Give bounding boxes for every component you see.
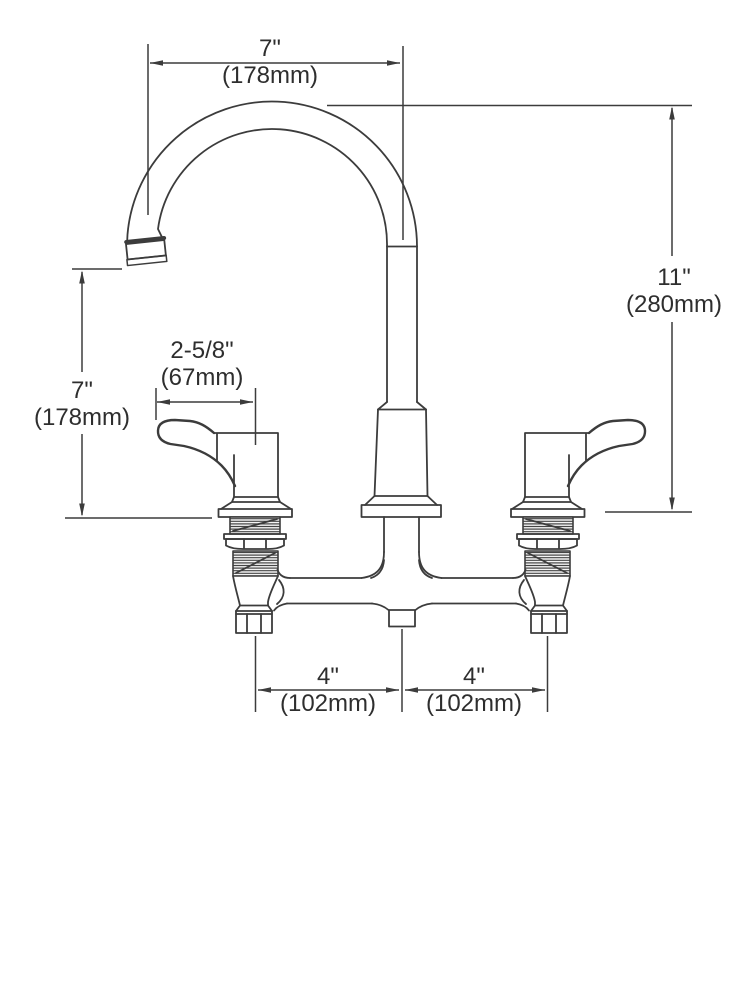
supply-tee <box>360 551 443 628</box>
dimension-value-mm: (102mm) <box>279 690 377 717</box>
dimension-label-spout-reach: 7" (178mm) <box>222 35 318 89</box>
dimension-value-mm: (280mm) <box>625 291 723 318</box>
supply-tube <box>286 577 517 605</box>
dimension-value-in: 7" <box>71 377 93 404</box>
left-handle-assembly <box>156 418 293 634</box>
dimension-value-in: 4" <box>463 663 485 690</box>
dimension-label-overall-height: 11" (280mm) <box>626 264 722 318</box>
aerator <box>124 235 168 267</box>
dimension-value-mm: (178mm) <box>221 62 319 89</box>
dimension-value-in: 2-5/8" <box>170 337 234 364</box>
dimension-lines <box>65 44 692 712</box>
dimension-value-mm: (67mm) <box>160 364 244 391</box>
spout-gooseneck <box>126 100 418 403</box>
dimension-label-spread-left: 4" (102mm) <box>280 663 376 717</box>
dimension-value-in: 11" <box>657 264 691 291</box>
dimension-label-spread-right: 4" (102mm) <box>426 663 522 717</box>
dimension-arrowheads <box>79 60 675 693</box>
dimension-value-mm: (102mm) <box>425 690 523 717</box>
spout-base <box>360 401 442 553</box>
right-lever <box>566 418 647 488</box>
left-lever <box>156 418 237 488</box>
dimension-label-handle-length: 2-5/8" (67mm) <box>161 337 244 391</box>
dimension-label-spout-tip-height: 7" (178mm) <box>34 377 130 431</box>
dimension-value-mm: (178mm) <box>33 404 131 431</box>
dimension-value-in: 7" <box>259 35 281 62</box>
dimension-value-in: 4" <box>317 663 339 690</box>
faucet-body <box>124 100 647 634</box>
right-handle-assembly <box>510 418 647 634</box>
